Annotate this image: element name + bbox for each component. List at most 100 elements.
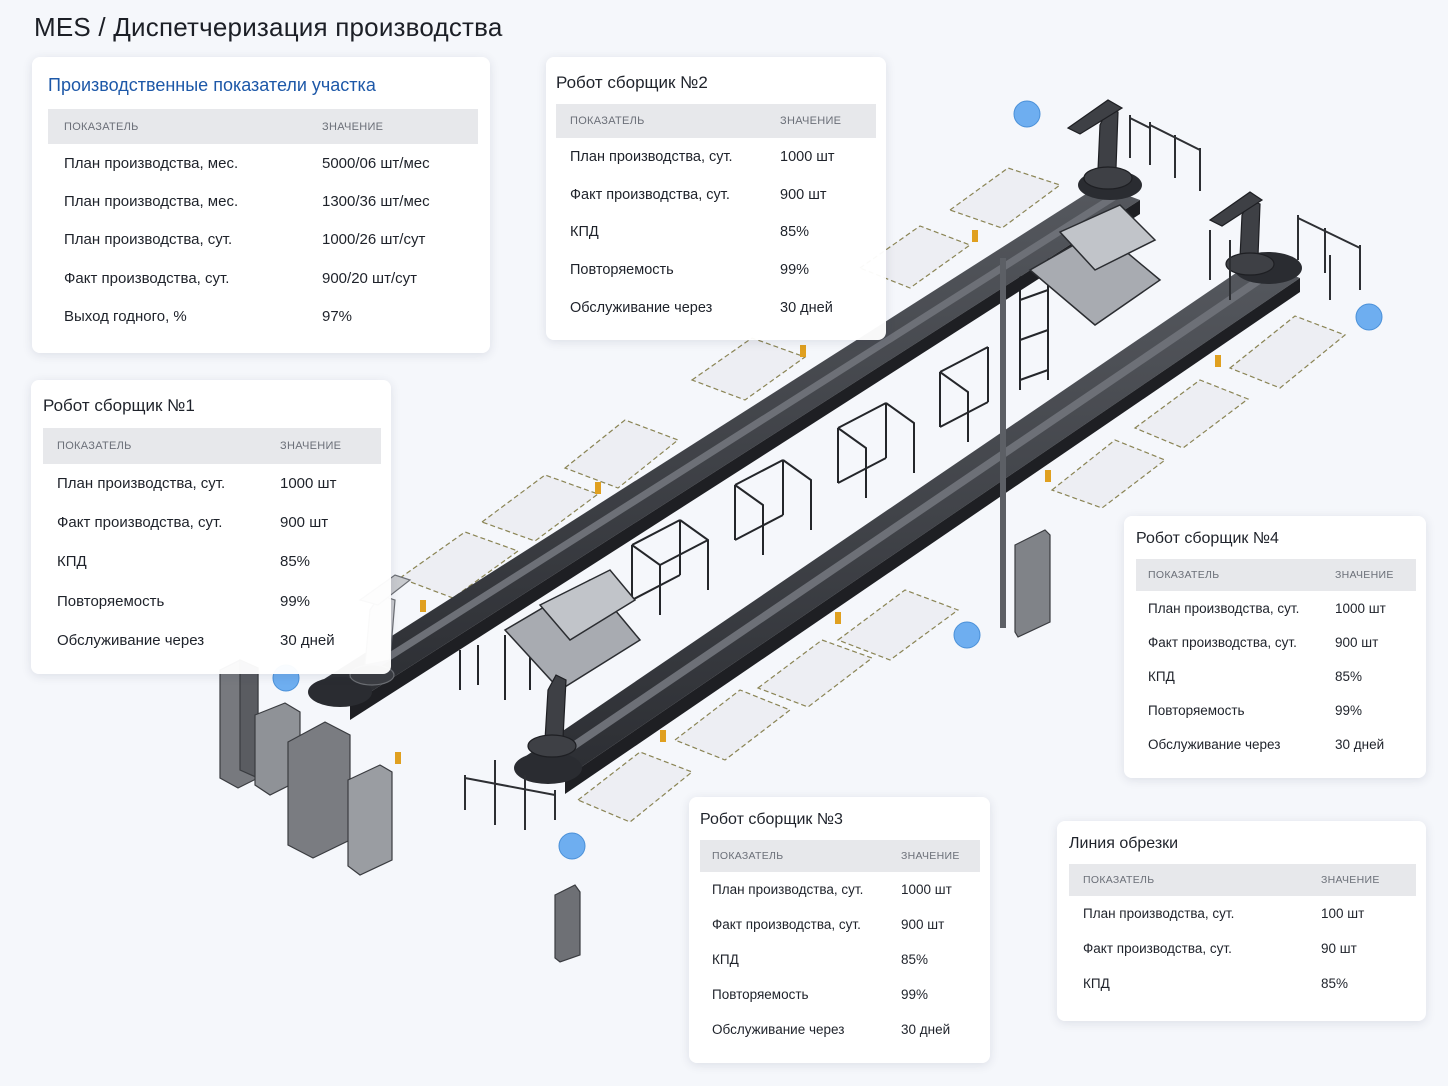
row-label: Выход годного, % <box>64 307 187 325</box>
robot-3-panel: Робот сборщик №3 Показатель Значение Пла… <box>689 797 990 1063</box>
row-value: 30 дней <box>780 300 833 317</box>
robot-4-panel: Робот сборщик №4 Показатель Значение Пла… <box>1124 516 1426 778</box>
panel-title: Робот сборщик №3 <box>700 811 843 828</box>
robot-2-panel: Робот сборщик №2 Показатель Значение Пла… <box>546 57 886 340</box>
row-value: 85% <box>1321 976 1349 991</box>
safety-zone <box>756 639 874 708</box>
safety-zone <box>398 531 520 599</box>
fixtures <box>503 204 1162 691</box>
row-value: 1000 шт <box>901 882 952 897</box>
safety-zone <box>563 419 680 489</box>
table-header: Показатель Значение <box>700 840 980 872</box>
row-value: 1000/26 шт/сут <box>322 231 426 249</box>
fixture-panel <box>1058 204 1157 271</box>
row-label: Повторяемость <box>57 592 165 610</box>
table-header: Показатель Значение <box>48 109 478 144</box>
column-value: Значение <box>780 115 842 127</box>
robot-arm-3 <box>527 674 577 758</box>
row-label: План производства, сут. <box>1148 600 1300 616</box>
row-label: Факт производства, сут. <box>57 514 223 532</box>
upper-conveyor <box>308 170 1142 720</box>
column-value: Значение <box>901 850 960 862</box>
row-value: 5000/06 шт/мес <box>322 154 430 172</box>
location-marker[interactable] <box>1355 303 1383 331</box>
safety-zone <box>480 474 600 542</box>
table-row: План производства, мес.5000/06 шт/мес <box>48 144 478 182</box>
table-row: Повторяемость 99% <box>700 977 980 1012</box>
location-marker[interactable] <box>558 832 586 860</box>
row-label: Факт производства, сут. <box>1148 634 1297 650</box>
row-label: Факт производства, сут. <box>1083 941 1232 956</box>
table-row: План производства, сут. 1000 шт <box>43 464 381 503</box>
row-value: 1000 шт <box>780 148 835 165</box>
robot-arm-2 <box>1066 99 1133 190</box>
safety-zone <box>1133 379 1250 449</box>
row-value: 900 шт <box>1335 634 1379 650</box>
row-value: 30 дней <box>1335 737 1385 753</box>
row-value: 99% <box>280 592 311 610</box>
table-row: Обслуживание через 30 дней <box>556 289 876 327</box>
table-row: План производства, сут.1000 шт <box>1136 591 1416 625</box>
safety-zone <box>673 689 792 761</box>
row-label: Обслуживание через <box>570 300 713 317</box>
table-row: КПД 85% <box>700 942 980 977</box>
table-row: Факт производства, сут. 900 шт <box>700 907 980 942</box>
row-value: 85% <box>901 952 929 967</box>
robot-arm-4 <box>1208 191 1275 276</box>
table-header: Показатель Значение <box>556 104 876 138</box>
row-label: Обслуживание через <box>712 1022 845 1037</box>
fixture-panel <box>538 569 637 641</box>
row-label: Факт производства, сут. <box>570 186 730 203</box>
row-label: План производства, сут. <box>57 475 226 493</box>
column-value: Значение <box>322 120 384 133</box>
column-value: Значение <box>1321 874 1380 886</box>
row-label: Факт производства, сут. <box>712 917 861 932</box>
table-header: Показатель Значение <box>43 428 381 464</box>
row-label: КПД <box>712 952 739 967</box>
table-row: Факт производства, сут. 900 шт <box>43 503 381 542</box>
table-header: Показатель Значение <box>1136 559 1416 591</box>
row-value: 900 шт <box>780 186 827 203</box>
row-value: 1000 шт <box>280 475 337 493</box>
panel-title: Робот сборщик №1 <box>43 396 195 415</box>
row-value: 90 шт <box>1321 941 1357 956</box>
robot-1-panel: Робот сборщик №1 Показатель Значение Пла… <box>31 380 391 674</box>
panel-title: Робот сборщик №2 <box>556 73 708 92</box>
row-value: 99% <box>901 987 929 1002</box>
safety-zone <box>836 589 960 661</box>
column-indicator: Показатель <box>1083 874 1155 886</box>
row-value: 900/20 шт/сут <box>322 269 417 287</box>
row-label: Повторяемость <box>712 987 809 1002</box>
row-label: Повторяемость <box>570 262 674 279</box>
row-value: 97% <box>322 307 353 325</box>
column-indicator: Показатель <box>64 120 139 133</box>
table-row: Повторяемость 99% <box>43 582 381 621</box>
warning-lights <box>395 230 1221 764</box>
row-label: КПД <box>570 224 599 241</box>
row-value: 85% <box>1335 668 1363 684</box>
row-value: 1300/36 шт/мес <box>322 192 430 210</box>
column-indicator: Показатель <box>57 440 132 452</box>
table-row: План производства, сут.100 шт <box>1069 896 1416 931</box>
safety-zone <box>1228 315 1347 389</box>
row-value: 900 шт <box>901 917 945 932</box>
column-value: Значение <box>280 440 342 452</box>
site-metrics-panel: Производственные показатели участка Пока… <box>32 57 490 353</box>
table-header: Показатель Значение <box>1069 864 1416 896</box>
column-indicator: Показатель <box>1148 569 1220 581</box>
location-marker[interactable] <box>1013 100 1041 128</box>
location-marker[interactable] <box>953 621 981 649</box>
row-label: Обслуживание через <box>57 631 205 649</box>
row-value: 900 шт <box>280 514 329 532</box>
row-value: 99% <box>1335 703 1363 719</box>
row-label: Обслуживание через <box>1148 737 1281 753</box>
table-row: Факт производства, сут. 900 шт <box>1136 625 1416 659</box>
row-label: План производства, сут. <box>570 148 733 165</box>
row-value: 85% <box>280 553 311 571</box>
